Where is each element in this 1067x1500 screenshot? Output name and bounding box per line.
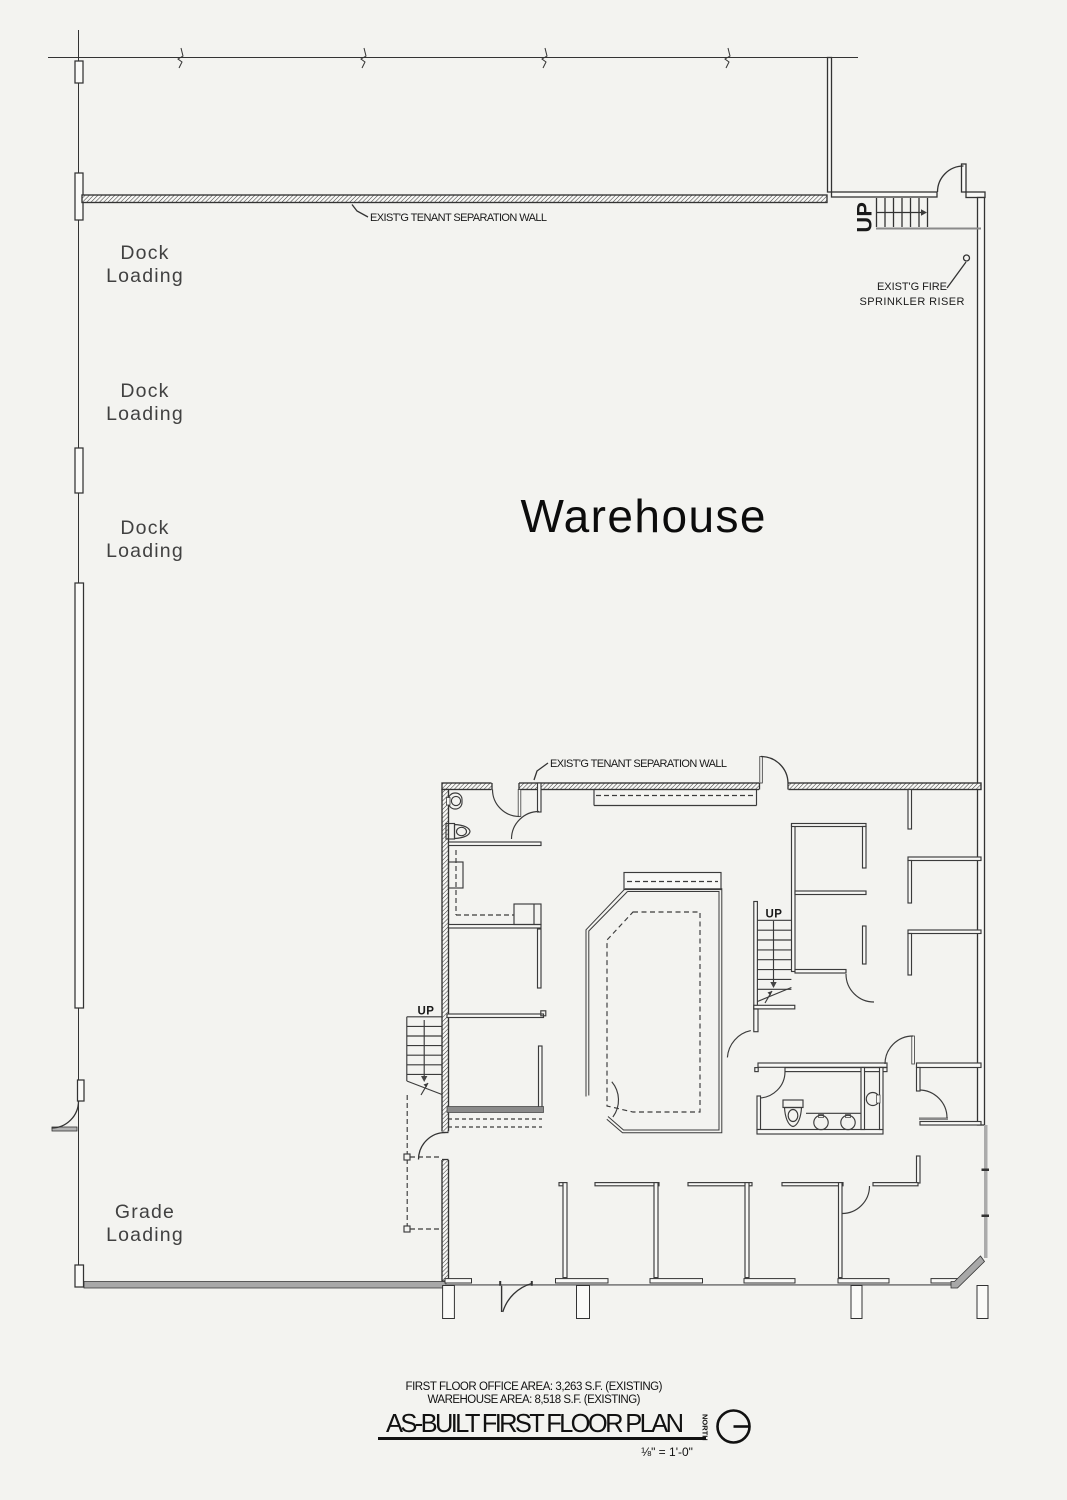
svg-text:Dock: Dock — [120, 380, 169, 402]
svg-text:FIRST FLOOR OFFICE AREA: 3,263: FIRST FLOOR OFFICE AREA: 3,263 S.F. (EXI… — [406, 1381, 663, 1393]
svg-text:AS-BUILT FIRST FLOOR PLAN: AS-BUILT FIRST FLOOR PLAN — [386, 1410, 684, 1438]
svg-text:Dock: Dock — [120, 517, 169, 539]
svg-text:Loading: Loading — [106, 1224, 184, 1246]
svg-text:Loading: Loading — [106, 540, 184, 562]
svg-text:Warehouse: Warehouse — [521, 490, 766, 542]
svg-text:Grade: Grade — [115, 1201, 175, 1223]
svg-text:⅛" = 1'-0": ⅛" = 1'-0" — [641, 1445, 693, 1459]
svg-text:Dock: Dock — [120, 242, 169, 264]
svg-text:UP: UP — [418, 1006, 435, 1018]
svg-text:NORTH: NORTH — [701, 1414, 710, 1441]
svg-text:WAREHOUSE AREA: 8,518 S.F. (EX: WAREHOUSE AREA: 8,518 S.F. (EXISTING) — [428, 1394, 641, 1406]
svg-text:Loading: Loading — [106, 403, 184, 425]
svg-text:EXIST'G TENANT SEPARATION WALL: EXIST'G TENANT SEPARATION WALL — [370, 212, 547, 224]
svg-text:Loading: Loading — [106, 265, 184, 287]
svg-text:EXIST'G FIRE: EXIST'G FIRE — [877, 281, 947, 293]
svg-text:UP: UP — [853, 202, 877, 233]
svg-text:EXIST'G TENANT SEPARATION WALL: EXIST'G TENANT SEPARATION WALL — [550, 758, 727, 770]
svg-text:UP: UP — [766, 909, 783, 921]
svg-text:SPRINKLER RISER: SPRINKLER RISER — [860, 296, 965, 308]
